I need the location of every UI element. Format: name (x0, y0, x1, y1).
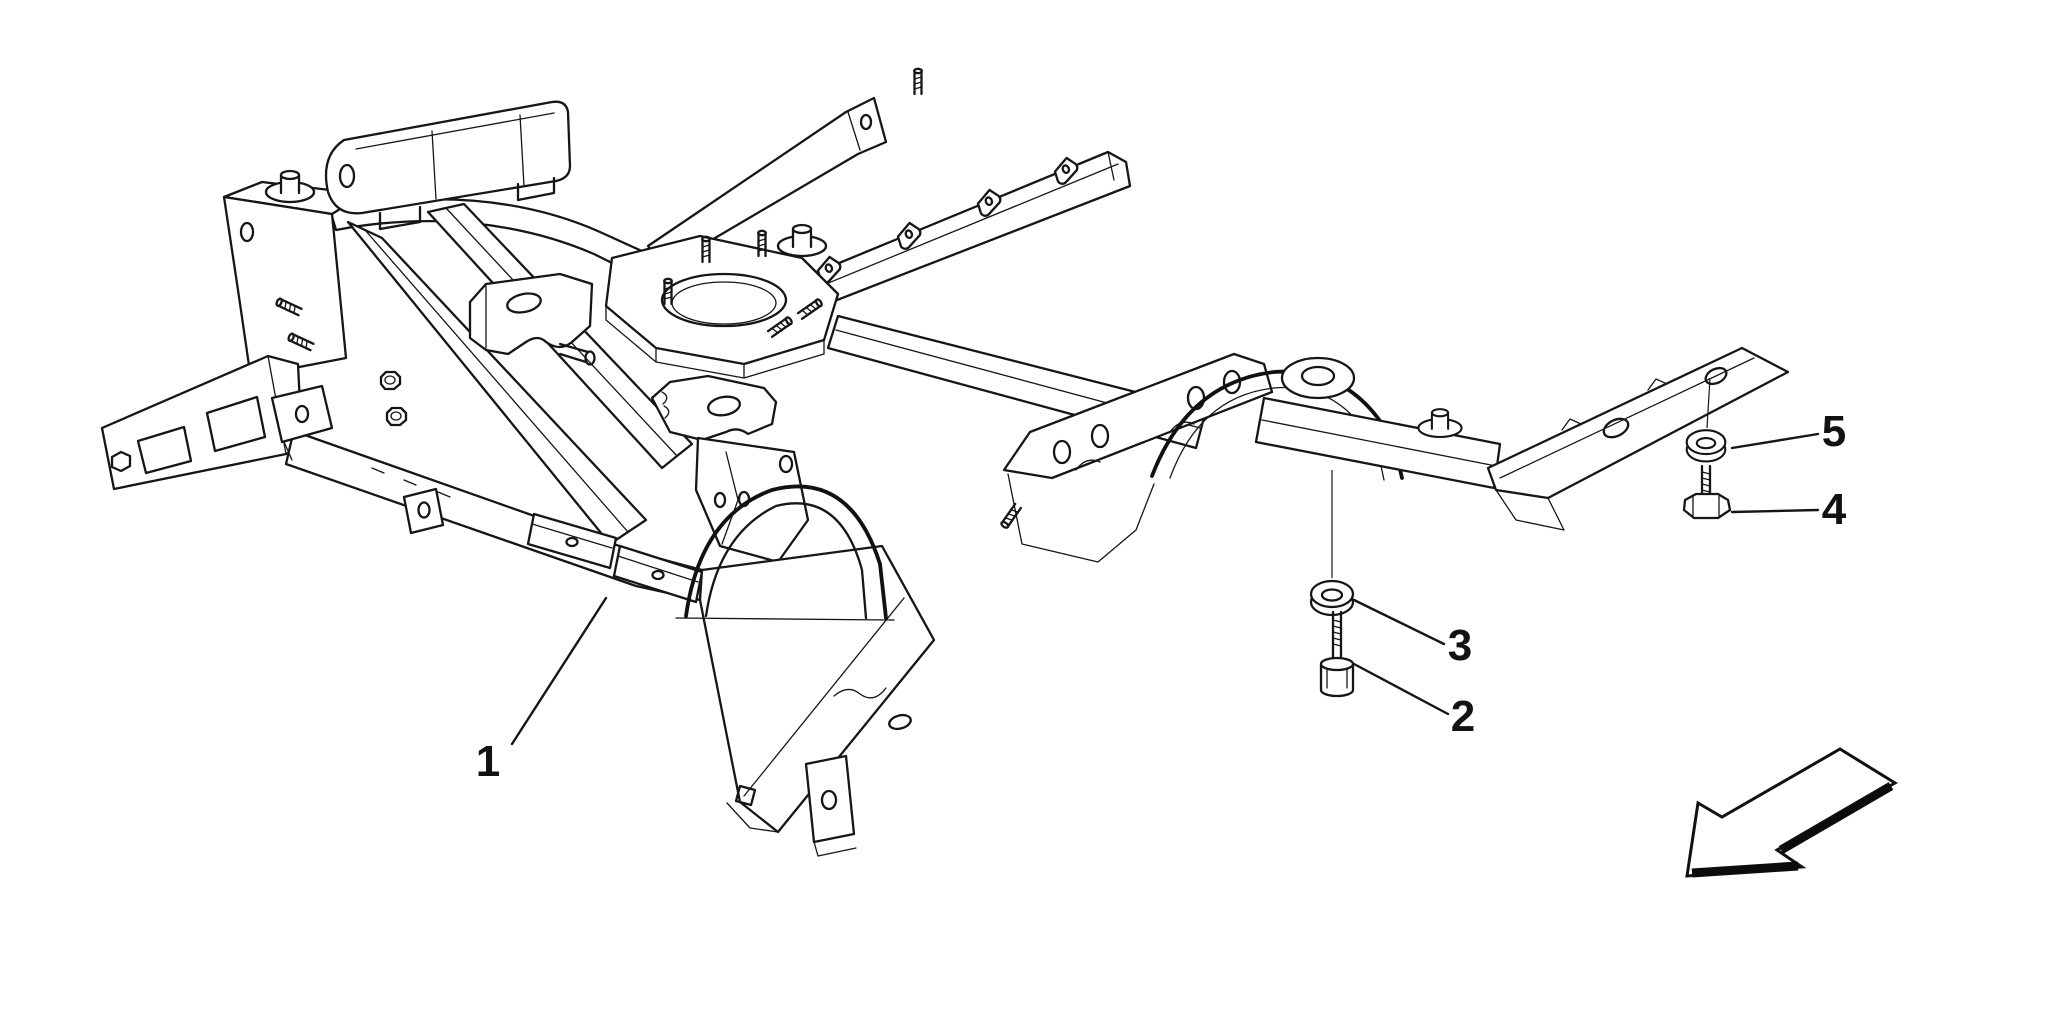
front-lower-rail (284, 432, 704, 604)
lower-tower (698, 544, 936, 857)
left-wing-bracket (100, 354, 304, 491)
left-foot-bracket (270, 384, 334, 461)
subframe-drawing (100, 67, 1790, 857)
centre-arch (675, 484, 895, 621)
callouts: 1 2 3 4 5 (476, 407, 1847, 786)
direction-arrow-icon (1685, 747, 1898, 878)
callout-label-4: 4 (1822, 485, 1847, 534)
spring-seat (604, 67, 923, 379)
callout-label-2: 2 (1451, 692, 1475, 741)
fasteners (1309, 377, 1732, 698)
callout-2: 2 (1352, 662, 1475, 741)
callout-label-5: 5 (1822, 407, 1846, 456)
callout-label-3: 3 (1448, 621, 1472, 670)
callout-5: 5 (1730, 407, 1846, 456)
end-plate (1486, 346, 1790, 531)
callout-label-1: 1 (476, 737, 500, 786)
washer-part-5 (1685, 377, 1727, 463)
mount-ear-bracket (999, 352, 1274, 563)
callout-1: 1 (476, 596, 608, 786)
washer-part-3 (1309, 470, 1355, 617)
callout-3: 3 (1352, 598, 1472, 670)
callout-4: 4 (1730, 485, 1847, 534)
upper-clamp-bracket (468, 272, 596, 366)
bump-stop-bar (324, 100, 572, 231)
right-arm (1254, 396, 1502, 490)
